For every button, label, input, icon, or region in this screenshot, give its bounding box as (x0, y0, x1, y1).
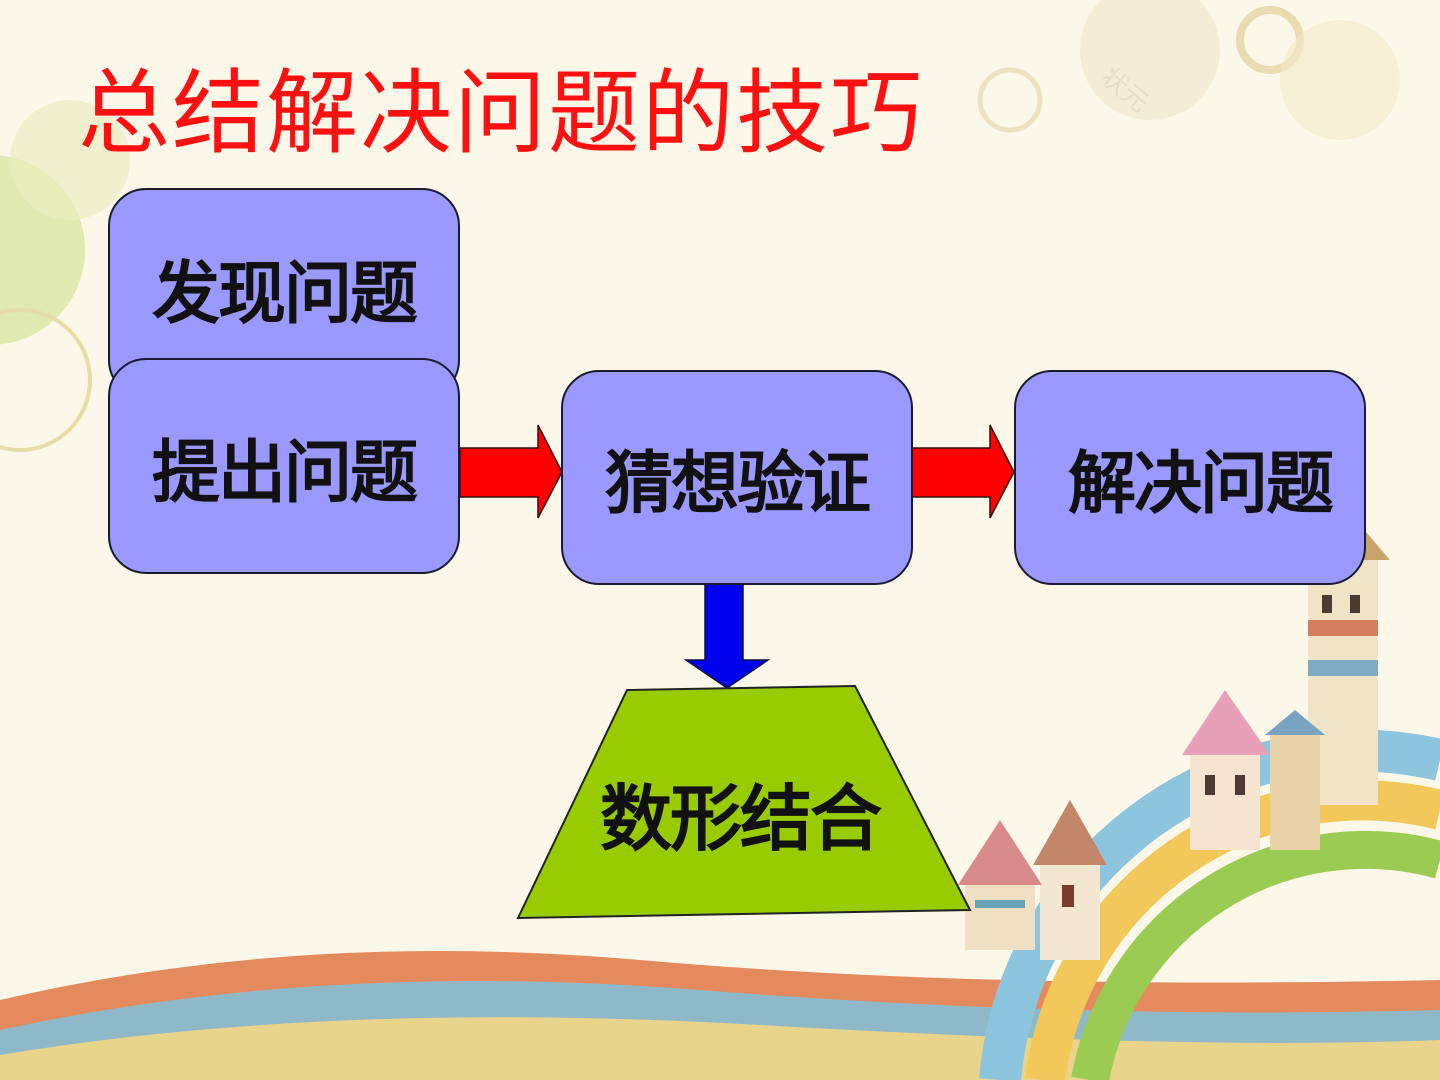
deco-ring (977, 67, 1043, 133)
deco-ring (0, 308, 92, 452)
node-label: 提出问题 (151, 433, 418, 513)
arrow-right-red-2 (911, 424, 1015, 519)
rainbow-arc (1071, 830, 1440, 1080)
node-number-shape: 数形结合 (599, 777, 882, 861)
deco-circle (1280, 20, 1400, 140)
arrow-down-blue (683, 583, 771, 689)
trapezoid-shape (516, 684, 972, 920)
deco-circle (10, 100, 130, 220)
node-propose-problem: 提出问题 (108, 358, 460, 574)
node-guess-verify: 猜想验证 (561, 370, 913, 585)
slide-title: 总结解决问题的技巧 (78, 60, 925, 167)
node-label: 解决问题 (1067, 445, 1334, 524)
deco-circle (1080, 0, 1220, 120)
arrow-right-red-1 (459, 424, 563, 519)
node-label: 发现问题 (151, 254, 418, 334)
node-label: 猜想验证 (604, 445, 871, 524)
node-solve-problem: 解决问题 (1014, 370, 1366, 585)
